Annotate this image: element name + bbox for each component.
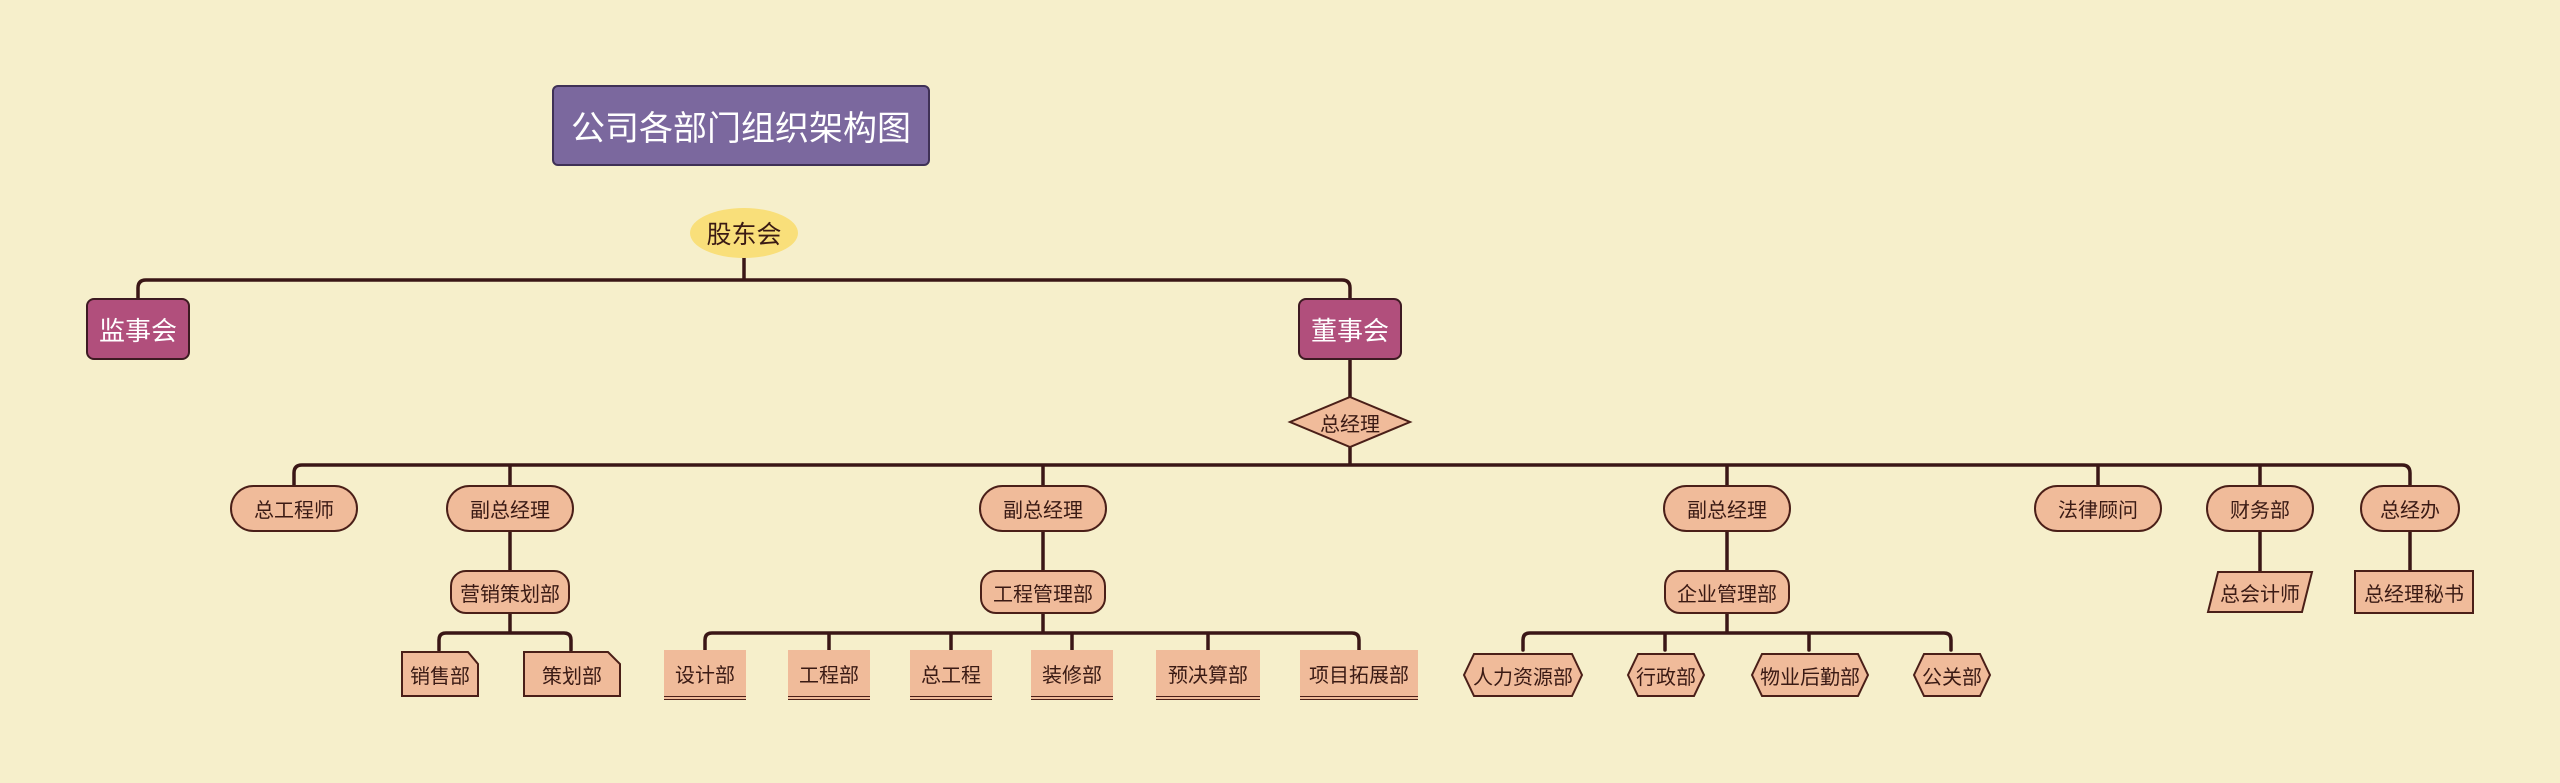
node-shareholders[interactable]: 股东会 xyxy=(690,208,798,258)
node-general-manager[interactable]: 总经理 xyxy=(1320,411,1380,436)
node-supervisory-board[interactable]: 监事会 xyxy=(86,298,190,360)
node-vp-enterprise[interactable]: 副总经理 xyxy=(1663,485,1791,532)
node-sales-dept[interactable]: 销售部 xyxy=(410,663,470,688)
diamond-shape xyxy=(1287,395,1413,449)
connector-marketing xyxy=(437,612,573,652)
node-finance-dept[interactable]: 财务部 xyxy=(2206,485,2314,532)
node-board-of-directors[interactable]: 董事会 xyxy=(1298,298,1402,360)
node-decoration-dept[interactable]: 装修部 xyxy=(1031,650,1113,700)
connector-vp-dept xyxy=(508,530,2412,587)
node-planning-dept[interactable]: 策划部 xyxy=(542,663,602,688)
node-admin-dept[interactable]: 行政部 xyxy=(1636,664,1696,689)
node-budget-dept[interactable]: 预决算部 xyxy=(1156,650,1260,700)
connector-root xyxy=(136,253,1352,302)
node-gm-secretary[interactable]: 总经理秘书 xyxy=(2354,570,2474,614)
node-property-logistics-dept[interactable]: 物业后勤部 xyxy=(1760,664,1860,689)
node-hr-dept[interactable]: 人力资源部 xyxy=(1473,664,1573,689)
page-title: 公司各部门组织架构图 xyxy=(552,85,930,166)
node-pr-dept[interactable]: 公关部 xyxy=(1922,664,1982,689)
node-engineering-mgmt-dept[interactable]: 工程管理部 xyxy=(980,570,1106,614)
node-vp-engineering[interactable]: 副总经理 xyxy=(979,485,1107,532)
node-general-engineering[interactable]: 总工程 xyxy=(910,650,992,700)
node-chief-accountant[interactable]: 总会计师 xyxy=(2220,581,2300,606)
hexagon-shape xyxy=(1750,653,1870,697)
hexagon-shape xyxy=(1626,653,1706,697)
node-project-expansion-dept[interactable]: 项目拓展部 xyxy=(1300,650,1418,700)
folded-box-shape xyxy=(523,651,621,697)
node-vp-marketing[interactable]: 副总经理 xyxy=(446,485,574,532)
folded-box-shape xyxy=(401,651,479,697)
parallelogram-shape xyxy=(2206,571,2314,613)
node-construction-dept[interactable]: 工程部 xyxy=(788,650,870,700)
connector-gm-level3 xyxy=(292,445,2412,487)
connector-engineering xyxy=(703,612,1361,652)
connector-enterprise xyxy=(1521,612,1953,652)
node-design-dept[interactable]: 设计部 xyxy=(664,650,746,700)
node-chief-engineer[interactable]: 总工程师 xyxy=(230,485,358,532)
node-marketing-dept[interactable]: 营销策划部 xyxy=(450,570,570,614)
node-gm-office[interactable]: 总经办 xyxy=(2360,485,2460,532)
hexagon-shape xyxy=(1462,653,1584,697)
node-legal-advisor[interactable]: 法律顾问 xyxy=(2034,485,2162,532)
node-enterprise-mgmt-dept[interactable]: 企业管理部 xyxy=(1664,570,1790,614)
hexagon-shape xyxy=(1912,653,1992,697)
